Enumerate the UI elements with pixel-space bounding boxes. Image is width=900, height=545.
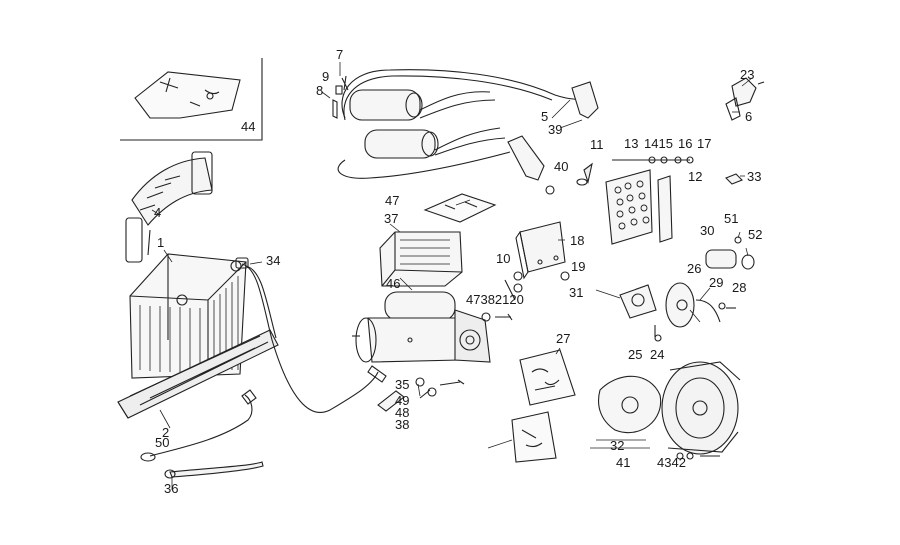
regulator-37: [379, 231, 463, 287]
callout-10: 10: [496, 251, 511, 266]
callout-14-15: 1415: [644, 136, 673, 151]
spark-plug-40: [576, 162, 593, 186]
callout-7: 7: [336, 47, 344, 62]
callout-46: 47: [385, 193, 400, 208]
callout-23: 23: [740, 67, 755, 82]
cable-tie-36: [164, 461, 264, 479]
callout-31: 31: [569, 285, 584, 300]
callout-32: 32: [610, 438, 625, 453]
battery-cable-34: [235, 257, 387, 413]
callout-30: 30: [700, 223, 715, 238]
alternator-41: [590, 361, 741, 460]
callout-47: 48: [395, 405, 410, 420]
callout-12: 12: [688, 169, 703, 184]
starter-motor-45: [352, 291, 491, 363]
callout-25: 25: [628, 347, 643, 362]
unit-30: [705, 236, 755, 270]
plate-26: [654, 282, 736, 342]
callout-33: 33: [747, 169, 762, 184]
callout-47-38-21-20: 47382120: [466, 292, 524, 307]
callout-35: 35: [395, 377, 410, 392]
callout-1: 1: [157, 235, 165, 250]
callout-2: 2: [162, 425, 170, 440]
callout-39: 39: [548, 122, 563, 137]
kit-52: [511, 411, 557, 463]
pickup-31: [619, 284, 657, 319]
callout-28: 28: [732, 280, 747, 295]
callout-4: 4: [154, 205, 162, 220]
callout-24: 24: [650, 347, 665, 362]
callout-8: 8: [316, 83, 324, 98]
callout-50: 51: [724, 211, 739, 226]
kit-44-box: [120, 58, 263, 141]
starter-bolts: [377, 377, 465, 412]
ground-cable-49: [140, 389, 257, 462]
callout-36: 36: [164, 481, 179, 496]
callout-11: 11: [590, 137, 604, 152]
battery-strap-4: [125, 151, 213, 263]
callout-38: 38: [395, 417, 410, 432]
relay-hardware: [481, 271, 570, 322]
ignition-coils: [332, 69, 599, 195]
battery-1: [129, 253, 247, 379]
sensor-23-6: [725, 77, 765, 121]
callout-13: 13: [624, 136, 639, 151]
fuse-box-11: [605, 156, 694, 245]
callout-16: 16: [678, 136, 693, 151]
relay-18: [515, 221, 566, 280]
callout-5: 5: [541, 109, 549, 124]
connector-33: [725, 173, 743, 185]
callout-9: 9: [322, 69, 330, 84]
callout-45: 46: [386, 276, 401, 291]
callout-19: 19: [571, 259, 586, 274]
callout-34: 34: [266, 253, 281, 268]
callout-29: 29: [709, 275, 724, 290]
callout-48: 49: [395, 393, 410, 408]
callout-37: 37: [384, 211, 399, 226]
callout-27: 27: [556, 331, 571, 346]
callout-43-42: 4342: [657, 455, 686, 470]
callout-26: 26: [687, 261, 702, 276]
callout-6: 6: [745, 109, 753, 124]
callout-49: 50: [155, 435, 170, 450]
callout-18: 18: [570, 233, 585, 248]
callout-17: 17: [697, 136, 712, 151]
callout-44: 44: [241, 119, 256, 134]
leader-lines: [151, 62, 753, 490]
callout-41: 41: [616, 455, 631, 470]
callout-40: 40: [554, 159, 569, 174]
kit-27: [519, 349, 576, 406]
kit-46: [423, 193, 497, 223]
battery-tray-2: [117, 329, 279, 419]
callout-51: 52: [748, 227, 763, 242]
